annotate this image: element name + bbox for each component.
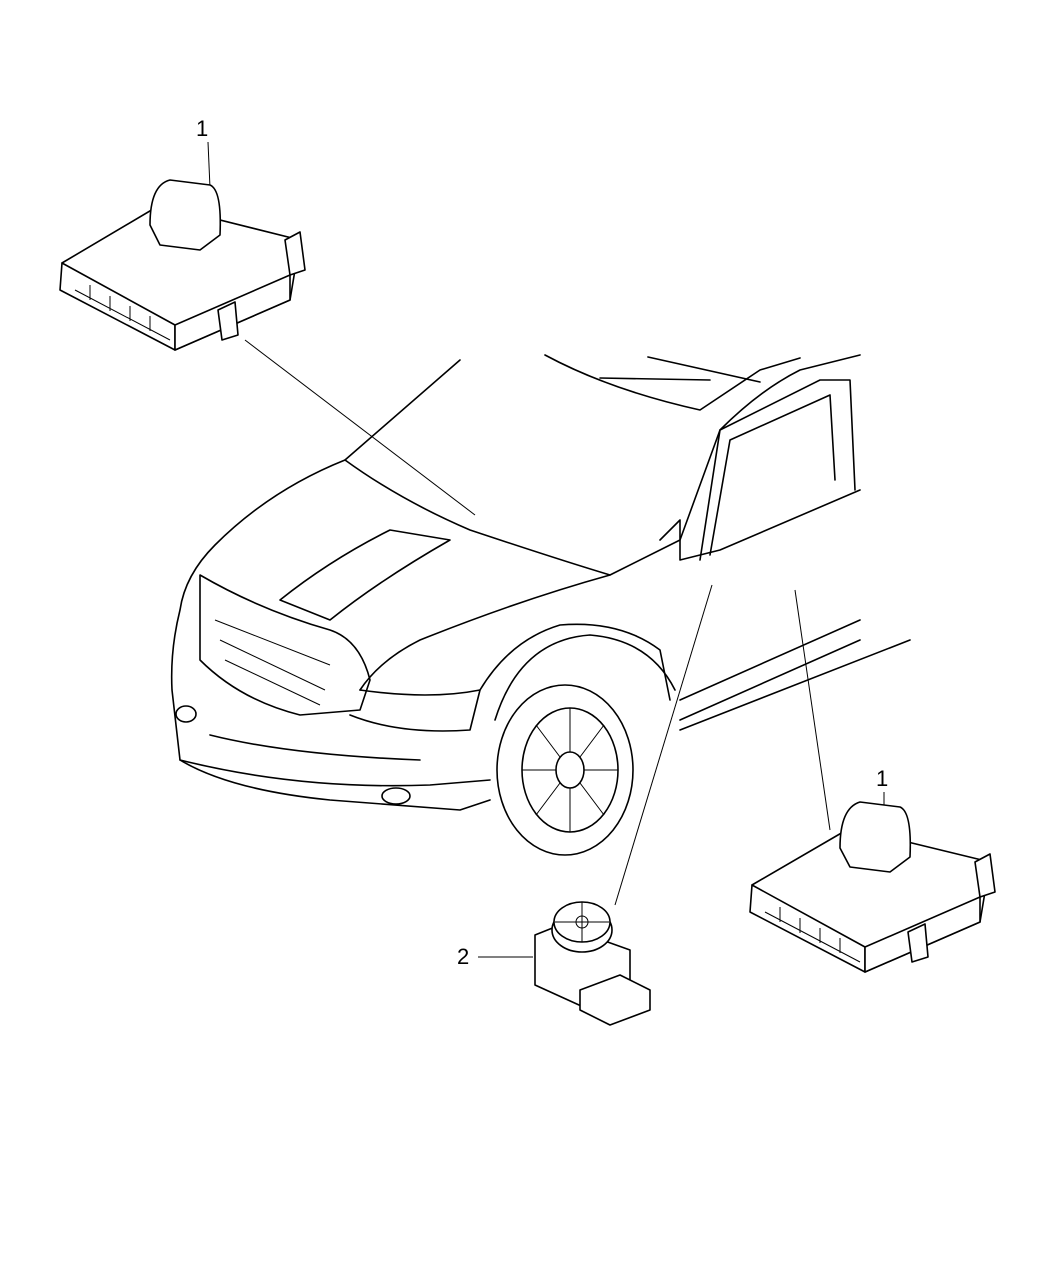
module-lower-right xyxy=(749,801,996,973)
callout-1-upper: 1 xyxy=(196,116,209,141)
callout-2: 2 xyxy=(457,944,470,969)
vehicle-illustration xyxy=(170,354,911,856)
leader-lines xyxy=(207,141,885,958)
sensor-part xyxy=(534,901,651,1026)
callout-1-lower: 1 xyxy=(876,766,889,791)
module-upper-left xyxy=(59,179,306,351)
